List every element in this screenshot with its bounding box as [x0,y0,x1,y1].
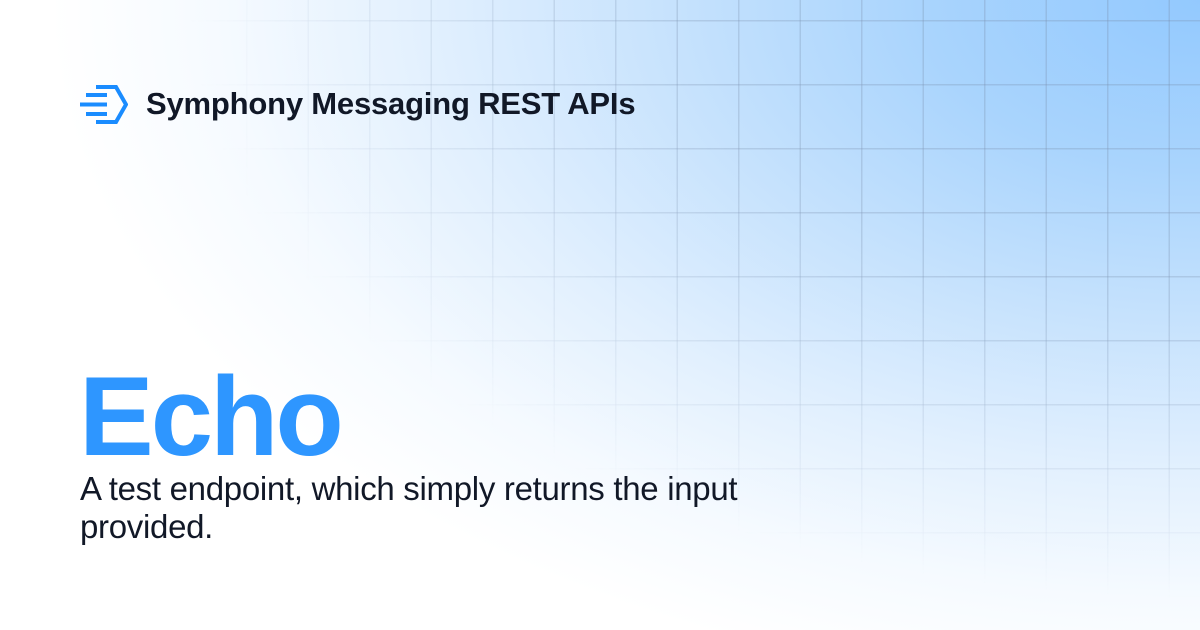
brand-title: Symphony Messaging REST APIs [146,86,636,121]
header: Symphony Messaging REST APIs [80,84,636,124]
page-description: A test endpoint, which simply returns th… [80,470,738,545]
page-title: Echo [79,354,344,479]
symphony-logo-icon [80,84,128,124]
